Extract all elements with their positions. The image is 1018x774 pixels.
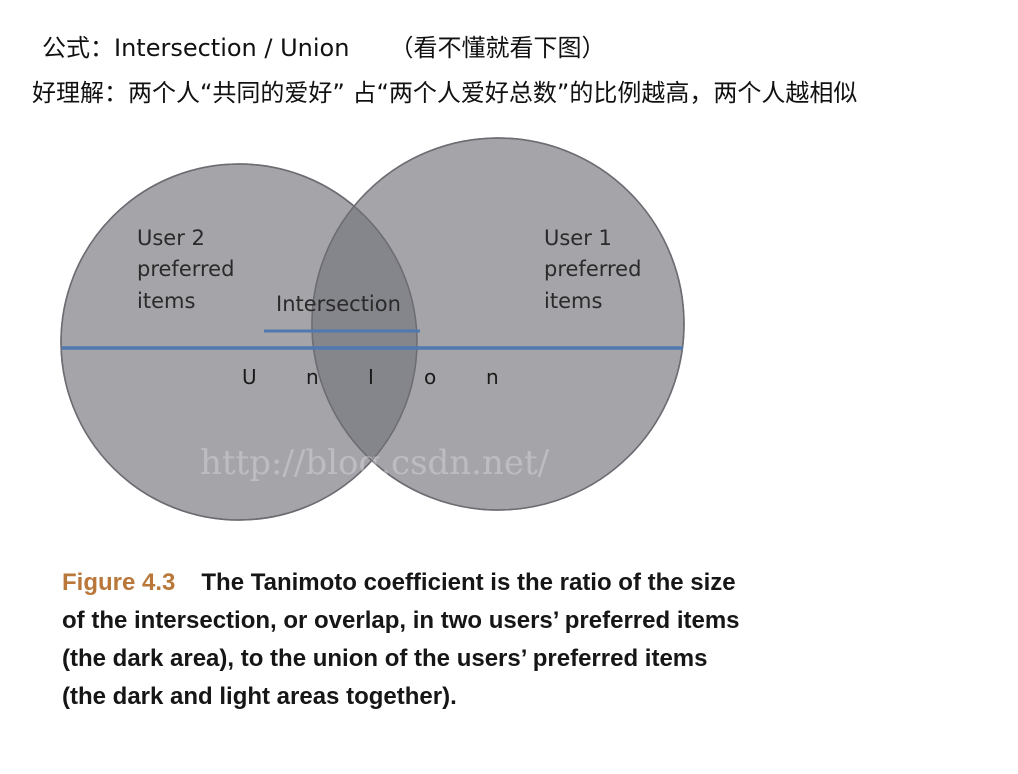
explanation-line: 好理解：两个人“共同的爱好” 占“两个人爱好总数”的比例越高，两个人越相似 (32, 79, 858, 107)
union-letter-1: U (242, 365, 257, 389)
left-set-label-line-1: User 2 (137, 226, 205, 250)
union-letter-3: I (368, 365, 374, 389)
left-set-label-line-3: items (137, 289, 195, 313)
formula-hint: （看不懂就看下图） (389, 34, 606, 62)
union-letter-2: n (306, 365, 319, 389)
formula-label: 公式： (42, 34, 114, 62)
venn-diagram: User 2 preferred items User 1 preferred … (60, 137, 685, 521)
formula-line: 公式：Intersection / Union （看不懂就看下图） (42, 30, 605, 66)
right-set-label-line-1: User 1 (544, 226, 612, 250)
watermark-text: http://blog.csdn.net/ (200, 443, 550, 483)
union-letter-5: n (486, 365, 499, 389)
left-set-label: User 2 preferred items (137, 226, 241, 313)
right-set-label-line-3: items (544, 289, 602, 313)
right-set-label-line-2: preferred (544, 257, 641, 281)
intersection-label: Intersection (276, 292, 401, 316)
figure-label: Figure 4.3 (62, 569, 176, 596)
union-letter-4: o (424, 365, 436, 389)
left-set-label-line-2: preferred (137, 257, 234, 281)
figure-caption-text: The Tanimoto coefficient is the ratio of… (62, 569, 740, 710)
right-set-label: User 1 preferred items (544, 226, 648, 313)
formula-text: Intersection / Union (114, 34, 350, 62)
